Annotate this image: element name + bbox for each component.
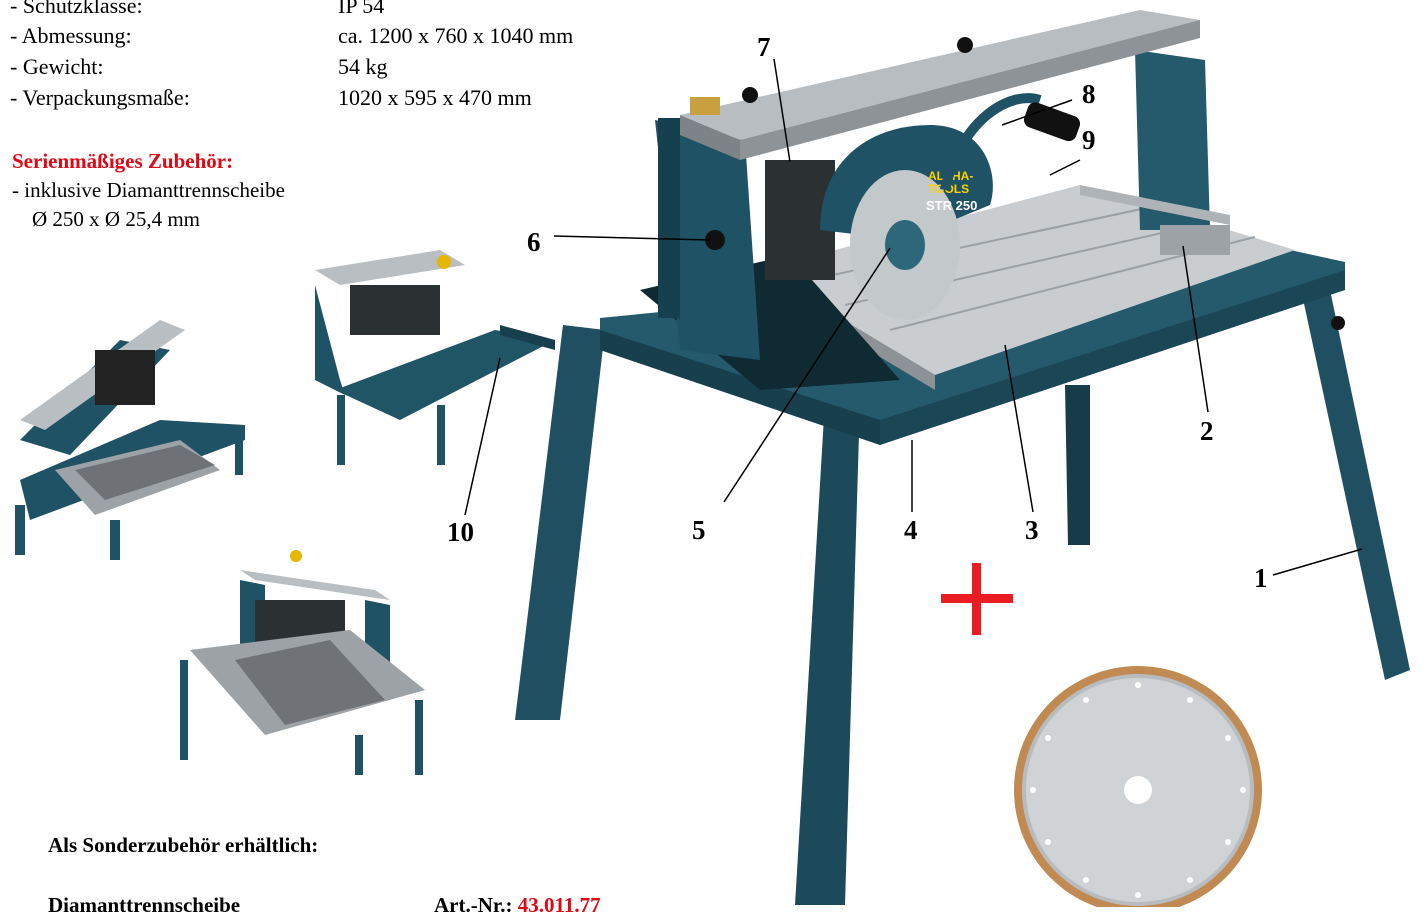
- tile-saw-tray-photo: [315, 250, 555, 465]
- spec-value: 54 kg: [338, 54, 388, 79]
- optional-item: Diamanttrennscheibe: [48, 893, 240, 918]
- spec-value: 1020 x 595 x 470 mm: [338, 85, 532, 110]
- spec-label: - Gewicht:: [10, 54, 104, 79]
- optional-accessories-heading: Als Sonderzubehör erhältlich:: [48, 833, 319, 857]
- callout-2: 2: [1200, 416, 1214, 446]
- tile-saw-tilted-photo: [15, 320, 245, 560]
- article-number-label: Art.-Nr.:: [434, 893, 513, 917]
- article-number: 43.011.77: [517, 893, 601, 917]
- callout-6: 6: [527, 227, 541, 257]
- accessory-line: - inklusive Diamanttrennscheibe: [12, 178, 285, 202]
- callout-1: 1: [1254, 563, 1268, 593]
- optional-item-name: Diamanttrennscheibe: [48, 893, 241, 917]
- standard-accessories-heading: Serienmäßiges Zubehör:: [12, 149, 234, 173]
- article-number-line: Art.-Nr.: 43.011.77: [434, 893, 601, 918]
- callout-8: 8: [1082, 79, 1096, 109]
- callout-9: 9: [1082, 125, 1096, 155]
- callout-3: 3: [1025, 515, 1039, 545]
- plus-icon: [941, 563, 1013, 635]
- callout-10: 10: [447, 517, 474, 547]
- callout-5: 5: [692, 515, 706, 545]
- spec-value: IP 54: [338, 0, 385, 18]
- diamond-blade-photo: [1014, 666, 1262, 907]
- callout-7: 7: [757, 32, 771, 62]
- callout-leaders: [464, 58, 1363, 576]
- tile-saw-slab-photo: [180, 550, 425, 775]
- brand-model: STR 250: [926, 198, 977, 213]
- spec-label: - Verpackungsmaße:: [10, 85, 190, 110]
- accessory-size: Ø 250 x Ø 25,4 mm: [32, 207, 200, 231]
- callout-4: 4: [904, 515, 918, 545]
- spec-value: ca. 1200 x 760 x 1040 mm: [338, 23, 574, 48]
- spec-label: - Abmessung:: [10, 23, 132, 48]
- tile-saw-main-image: ALPHA- TOOLS STR 250: [515, 10, 1410, 905]
- spec-label: - Schutzklasse:: [10, 0, 143, 18]
